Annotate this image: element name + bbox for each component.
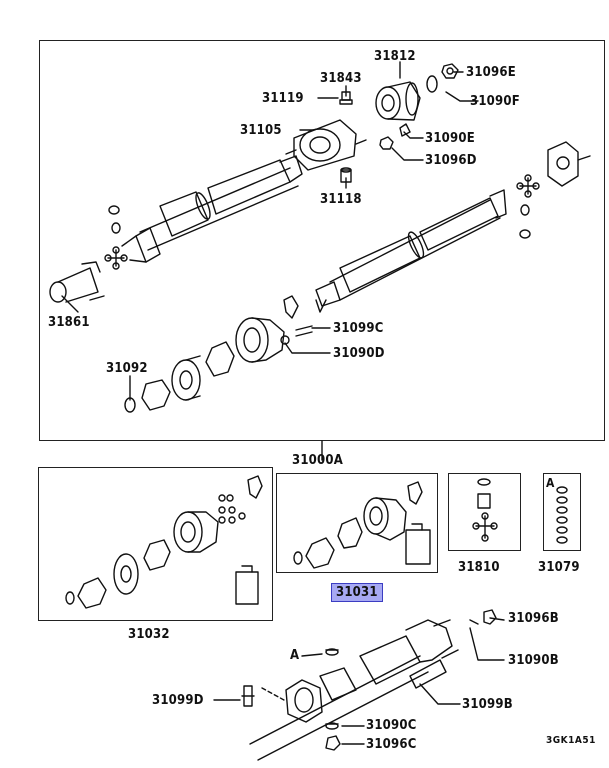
cv-joint-assembly: [124, 295, 313, 413]
rear-spider: [516, 174, 540, 198]
kit-31079-frame: [543, 473, 581, 551]
upper-propeller-shaft: [121, 155, 303, 263]
part-label[interactable]: 31096D: [425, 153, 477, 168]
part-label[interactable]: 31810: [458, 560, 500, 575]
part-label[interactable]: 31090C: [366, 718, 417, 733]
diagram-reference-code: 3GK1A51: [546, 735, 596, 746]
part-label[interactable]: 31092: [106, 361, 148, 376]
kit-31032-frame: [38, 467, 273, 621]
part-label[interactable]: 31096E: [466, 65, 516, 80]
kit-letter-label: A: [546, 476, 555, 490]
part-label[interactable]: 31090F: [470, 94, 520, 109]
front-slip-yoke: [49, 261, 105, 303]
part-label[interactable]: A: [290, 648, 300, 663]
rear-flange-yoke: [547, 141, 591, 187]
kit-31032-parts: [65, 475, 263, 609]
part-label[interactable]: 31843: [320, 71, 362, 86]
part-label[interactable]: 31118: [320, 192, 362, 207]
highlighted-part-label[interactable]: 31031: [331, 583, 383, 602]
part-label[interactable]: 31096B: [508, 611, 559, 626]
front-spider: [104, 246, 128, 270]
rear-propeller-shaft: [315, 189, 507, 313]
part-label[interactable]: 31861: [48, 315, 90, 330]
part-label[interactable]: 31099B: [462, 697, 513, 712]
part-label[interactable]: 31099D: [152, 693, 204, 708]
part-label[interactable]: 31105: [240, 123, 282, 138]
bottom-shaft-assembly: [241, 609, 497, 761]
part-label[interactable]: 31096C: [366, 737, 417, 752]
part-label[interactable]: 31032: [128, 627, 170, 642]
kit-31031-parts: [293, 481, 431, 569]
flange-yoke: [375, 81, 421, 121]
kit-31810-parts: [472, 478, 498, 542]
part-label[interactable]: 31099C: [333, 321, 384, 336]
part-label[interactable]: 31079: [538, 560, 580, 575]
part-label[interactable]: 31090E: [425, 131, 475, 146]
part-label[interactable]: 31119: [262, 91, 304, 106]
group-label-main: 31000A: [292, 453, 343, 468]
center-bearing: [285, 119, 367, 171]
kit-31810-frame: [448, 473, 521, 551]
kit-31079-parts: [556, 486, 568, 544]
part-label[interactable]: 31090B: [508, 653, 559, 668]
part-label[interactable]: 31090D: [333, 346, 385, 361]
kit-31031-frame: [276, 473, 438, 573]
part-label[interactable]: 31812: [374, 49, 416, 64]
